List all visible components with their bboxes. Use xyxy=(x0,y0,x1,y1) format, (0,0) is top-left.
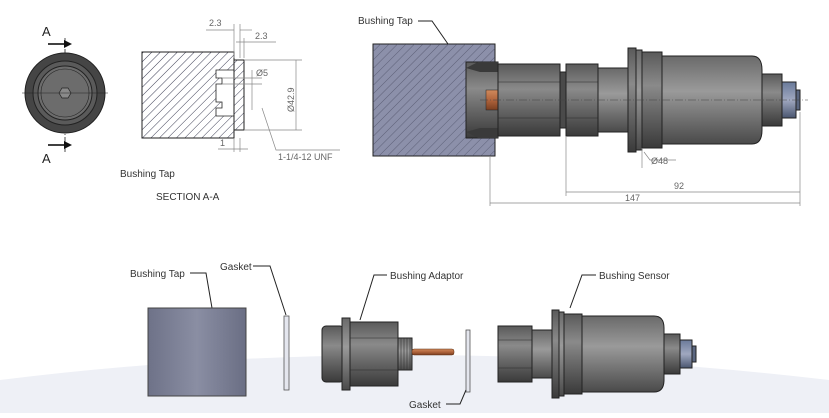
dim-top-1: 2.3 xyxy=(209,18,222,28)
section-title: SECTION A-A xyxy=(156,192,220,203)
section-part-label: Bushing Tap xyxy=(120,169,175,180)
dim-92: 92 xyxy=(674,181,684,191)
exploded-adaptor-cap xyxy=(321,325,345,383)
exploded-gasket-2 xyxy=(465,329,471,393)
bushing-adaptor-label: Bushing Adaptor xyxy=(390,271,464,282)
dim-147: 147 xyxy=(625,193,640,203)
exploded-gasket-1 xyxy=(283,315,290,391)
assembly-bushing-tap-label: Bushing Tap xyxy=(358,16,413,27)
assembly-view-group: Bushing Tap Ø48 xyxy=(358,16,808,206)
cut-label-top: A xyxy=(42,24,51,39)
section-view-group: 2.3 2.3 Ø5 Ø42.9 1 1-1/4-12 UNF Bushing … xyxy=(120,18,340,203)
dim-bottom-1: 1 xyxy=(220,138,225,148)
dim-sensor-diameter: Ø48 xyxy=(651,156,668,166)
dim-diameter-large: Ø42.9 xyxy=(286,87,296,112)
thread-label: 1-1/4-12 UNF xyxy=(278,152,333,162)
exploded-sensor-hex xyxy=(497,325,533,383)
exploded-sensor-connector xyxy=(679,339,693,369)
cut-label-bottom: A xyxy=(42,151,51,166)
exploded-sensor-body xyxy=(581,315,665,393)
exploded-view-group: Bushing Tap Gasket Bushing Adaptor Gaske… xyxy=(130,262,697,411)
bushing-sensor-label: Bushing Sensor xyxy=(599,271,670,282)
exploded-copper-pin xyxy=(411,348,455,356)
exploded-adaptor-hex xyxy=(349,321,399,387)
dim-top-2: 2.3 xyxy=(255,31,268,41)
exploded-bushing-tap xyxy=(147,307,247,397)
end-view-group: A A xyxy=(22,24,108,166)
exploded-bushing-tap-label: Bushing Tap xyxy=(130,269,185,280)
gasket-top-label: Gasket xyxy=(220,262,252,273)
dim-diameter-small: Ø5 xyxy=(256,68,268,78)
gasket-bottom-label: Gasket xyxy=(409,400,441,411)
